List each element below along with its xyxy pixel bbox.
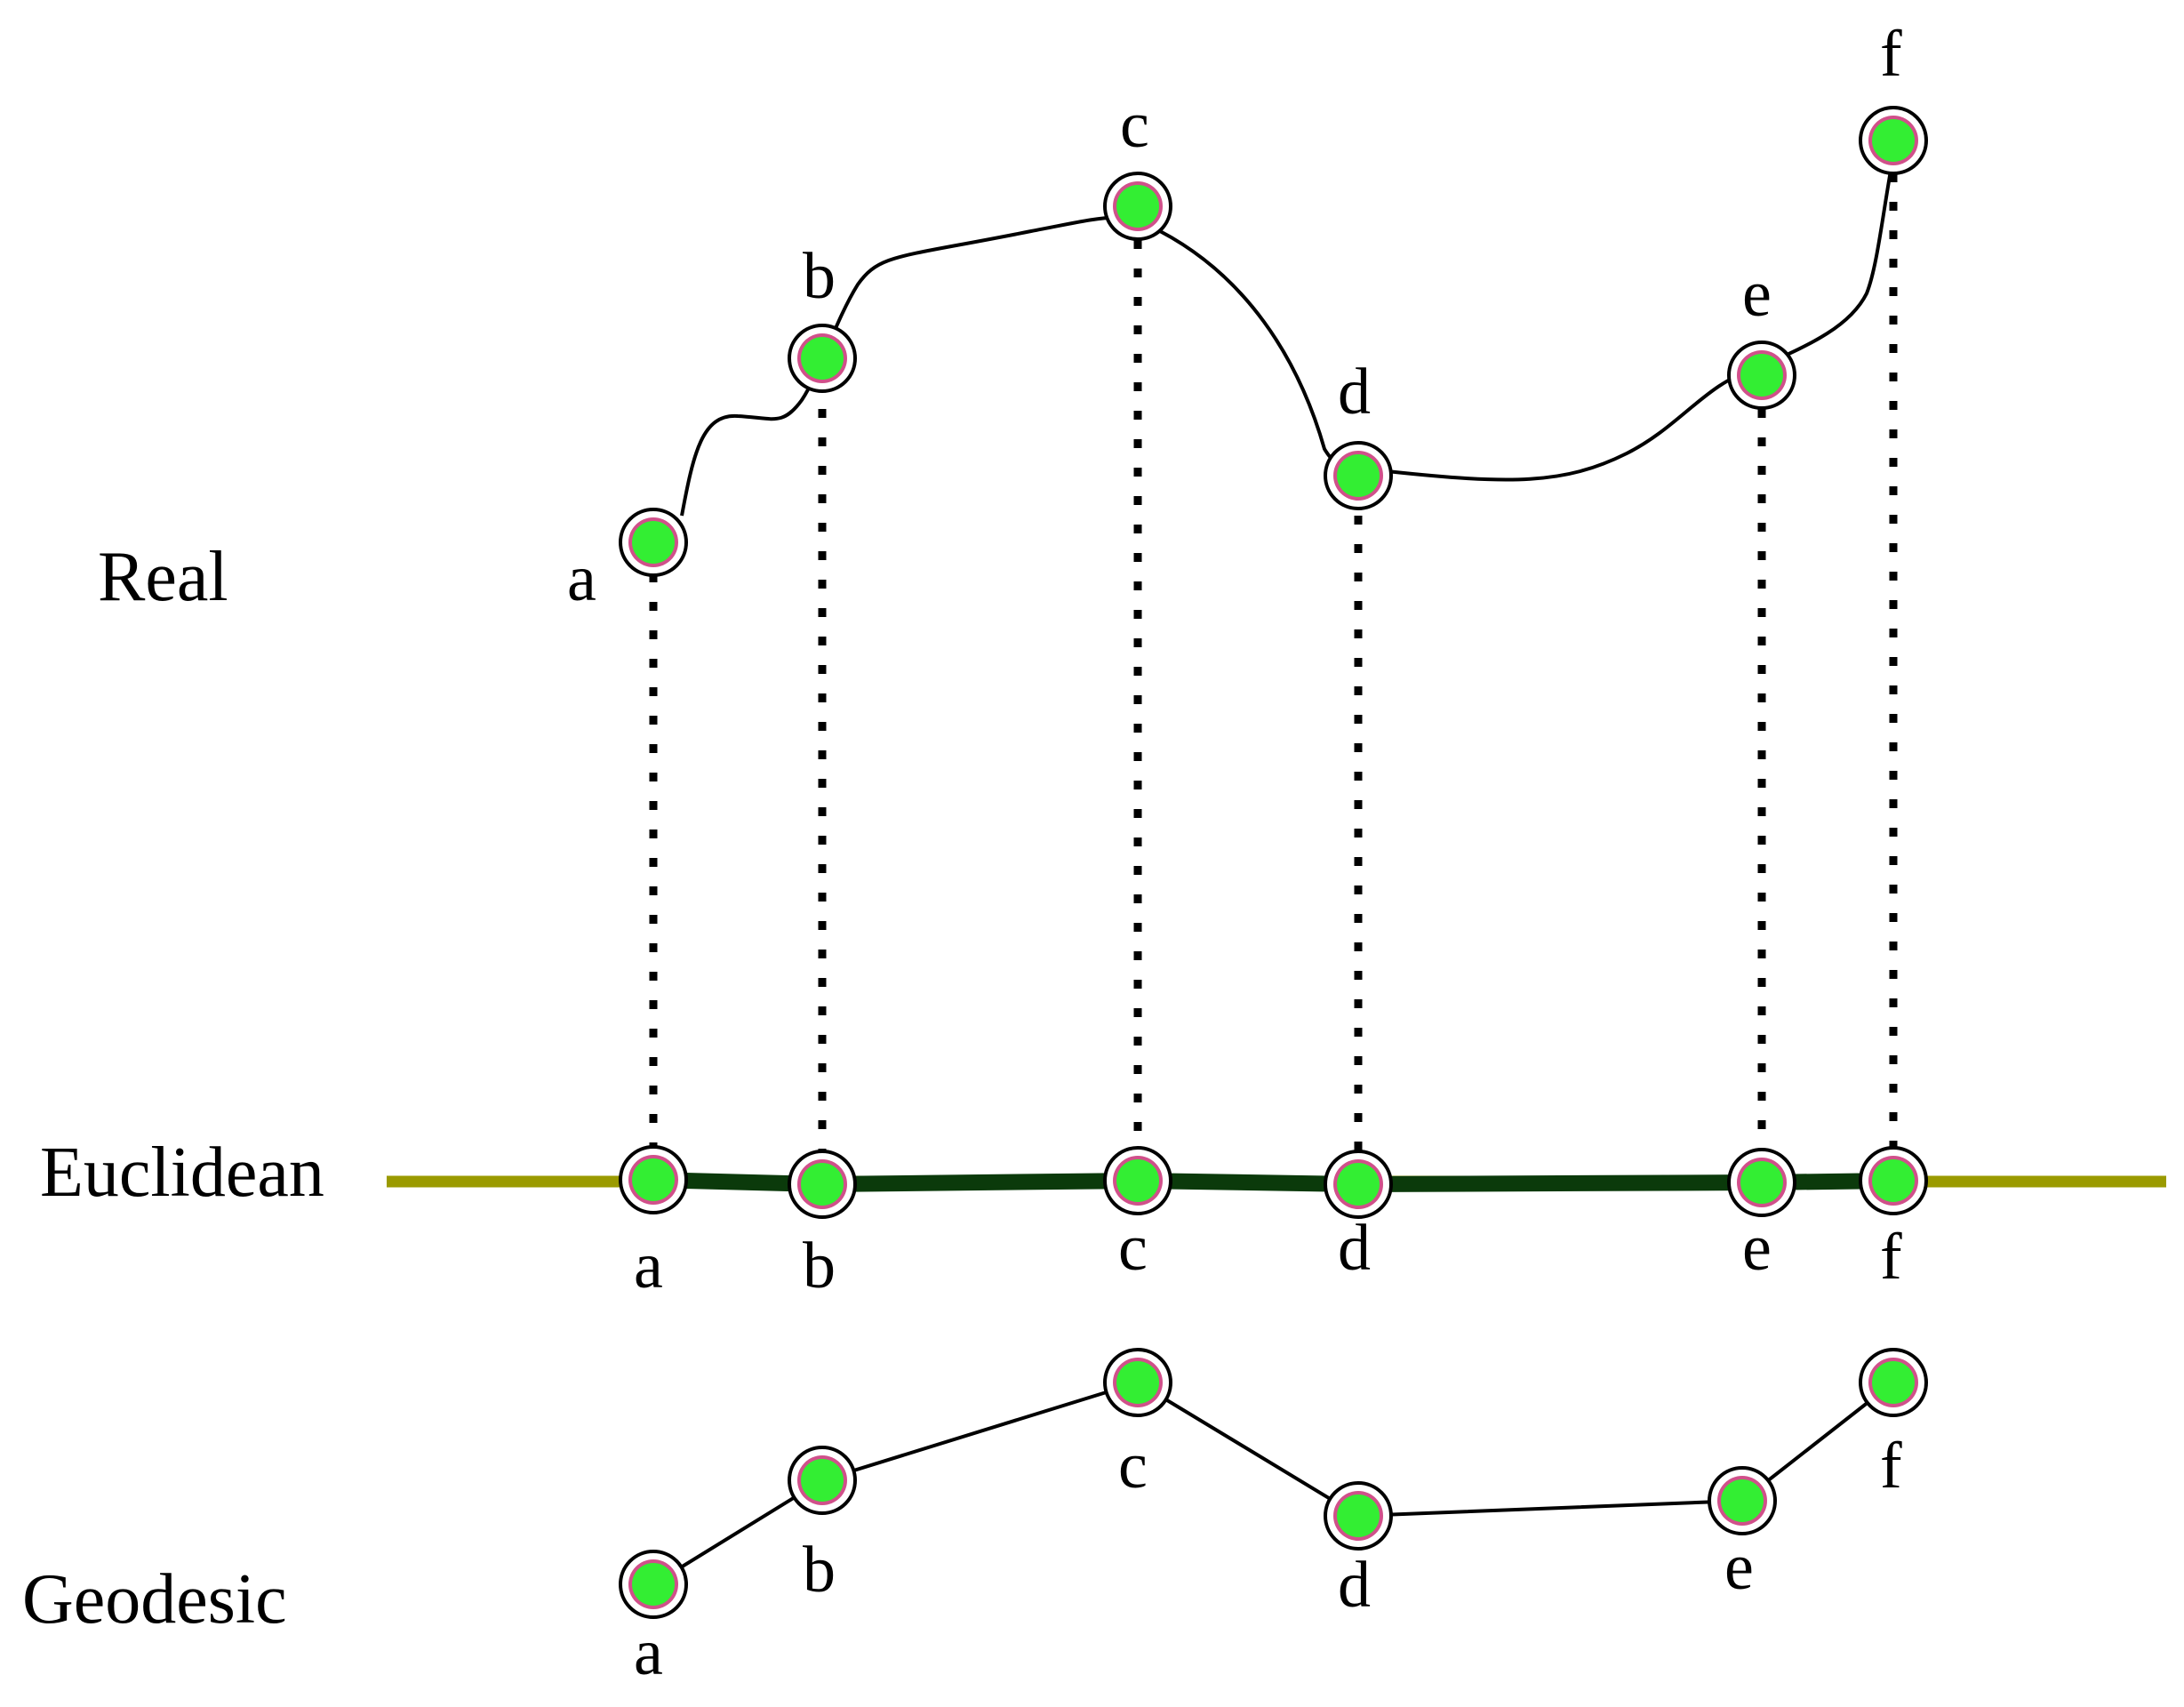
geodesic-label-a: a: [634, 1616, 663, 1689]
real-node-c: [1103, 172, 1172, 241]
euclidean-node-e: [1727, 1148, 1796, 1217]
real-label-f: f: [1880, 18, 1902, 91]
euclidean-node-c: [1103, 1146, 1172, 1215]
geodesic-label-d: d: [1338, 1549, 1371, 1622]
geodesic-node-f: [1859, 1348, 1928, 1417]
real-node-d: [1324, 441, 1393, 510]
euclidean-node-d: [1324, 1150, 1393, 1219]
row-label-geodesic: Geodesic: [22, 1560, 287, 1639]
euclidean-label-a: a: [634, 1230, 663, 1302]
euclidean-label-b: b: [803, 1230, 836, 1302]
nodes: [619, 106, 1928, 1619]
row-label-euclidean: Euclidean: [40, 1134, 324, 1212]
geodesic-point-labels: a b c d e f: [634, 1430, 1902, 1689]
euclidean-node-a: [619, 1145, 688, 1214]
euclidean-label-f: f: [1880, 1221, 1902, 1294]
real-curve: [680, 155, 1895, 517]
real-point-labels: a b c d e f: [567, 18, 1902, 615]
real-node-a: [619, 508, 688, 577]
real-node-f: [1859, 106, 1928, 175]
euclidean-node-f: [1859, 1146, 1928, 1215]
geodesic-node-d: [1324, 1481, 1393, 1551]
euclidean-point-labels: a b c d e f: [634, 1212, 1902, 1302]
real-label-c: c: [1120, 89, 1149, 162]
geodesic-label-f: f: [1880, 1430, 1902, 1503]
geodesic-node-e: [1708, 1466, 1777, 1535]
real-label-b: b: [803, 240, 836, 313]
real-label-d: d: [1338, 356, 1371, 429]
real-label-a: a: [567, 542, 596, 615]
row-label-real: Real: [98, 538, 228, 616]
projection-lines: [649, 173, 1898, 1156]
geodesic-node-b: [788, 1446, 857, 1515]
geodesic-node-a: [619, 1550, 688, 1619]
real-label-e: e: [1742, 258, 1772, 331]
euclidean-node-b: [788, 1150, 857, 1219]
euclidean-label-e: e: [1742, 1212, 1772, 1285]
geodesic-node-c: [1103, 1348, 1172, 1417]
real-node-e: [1727, 341, 1796, 410]
euclidean-label-d: d: [1338, 1212, 1371, 1285]
euclidean-label-c: c: [1118, 1212, 1148, 1285]
real-node-b: [788, 324, 857, 393]
geodesic-label-b: b: [803, 1534, 836, 1607]
geodesic-label-c: c: [1118, 1430, 1148, 1503]
geodesic-label-e: e: [1724, 1531, 1754, 1604]
